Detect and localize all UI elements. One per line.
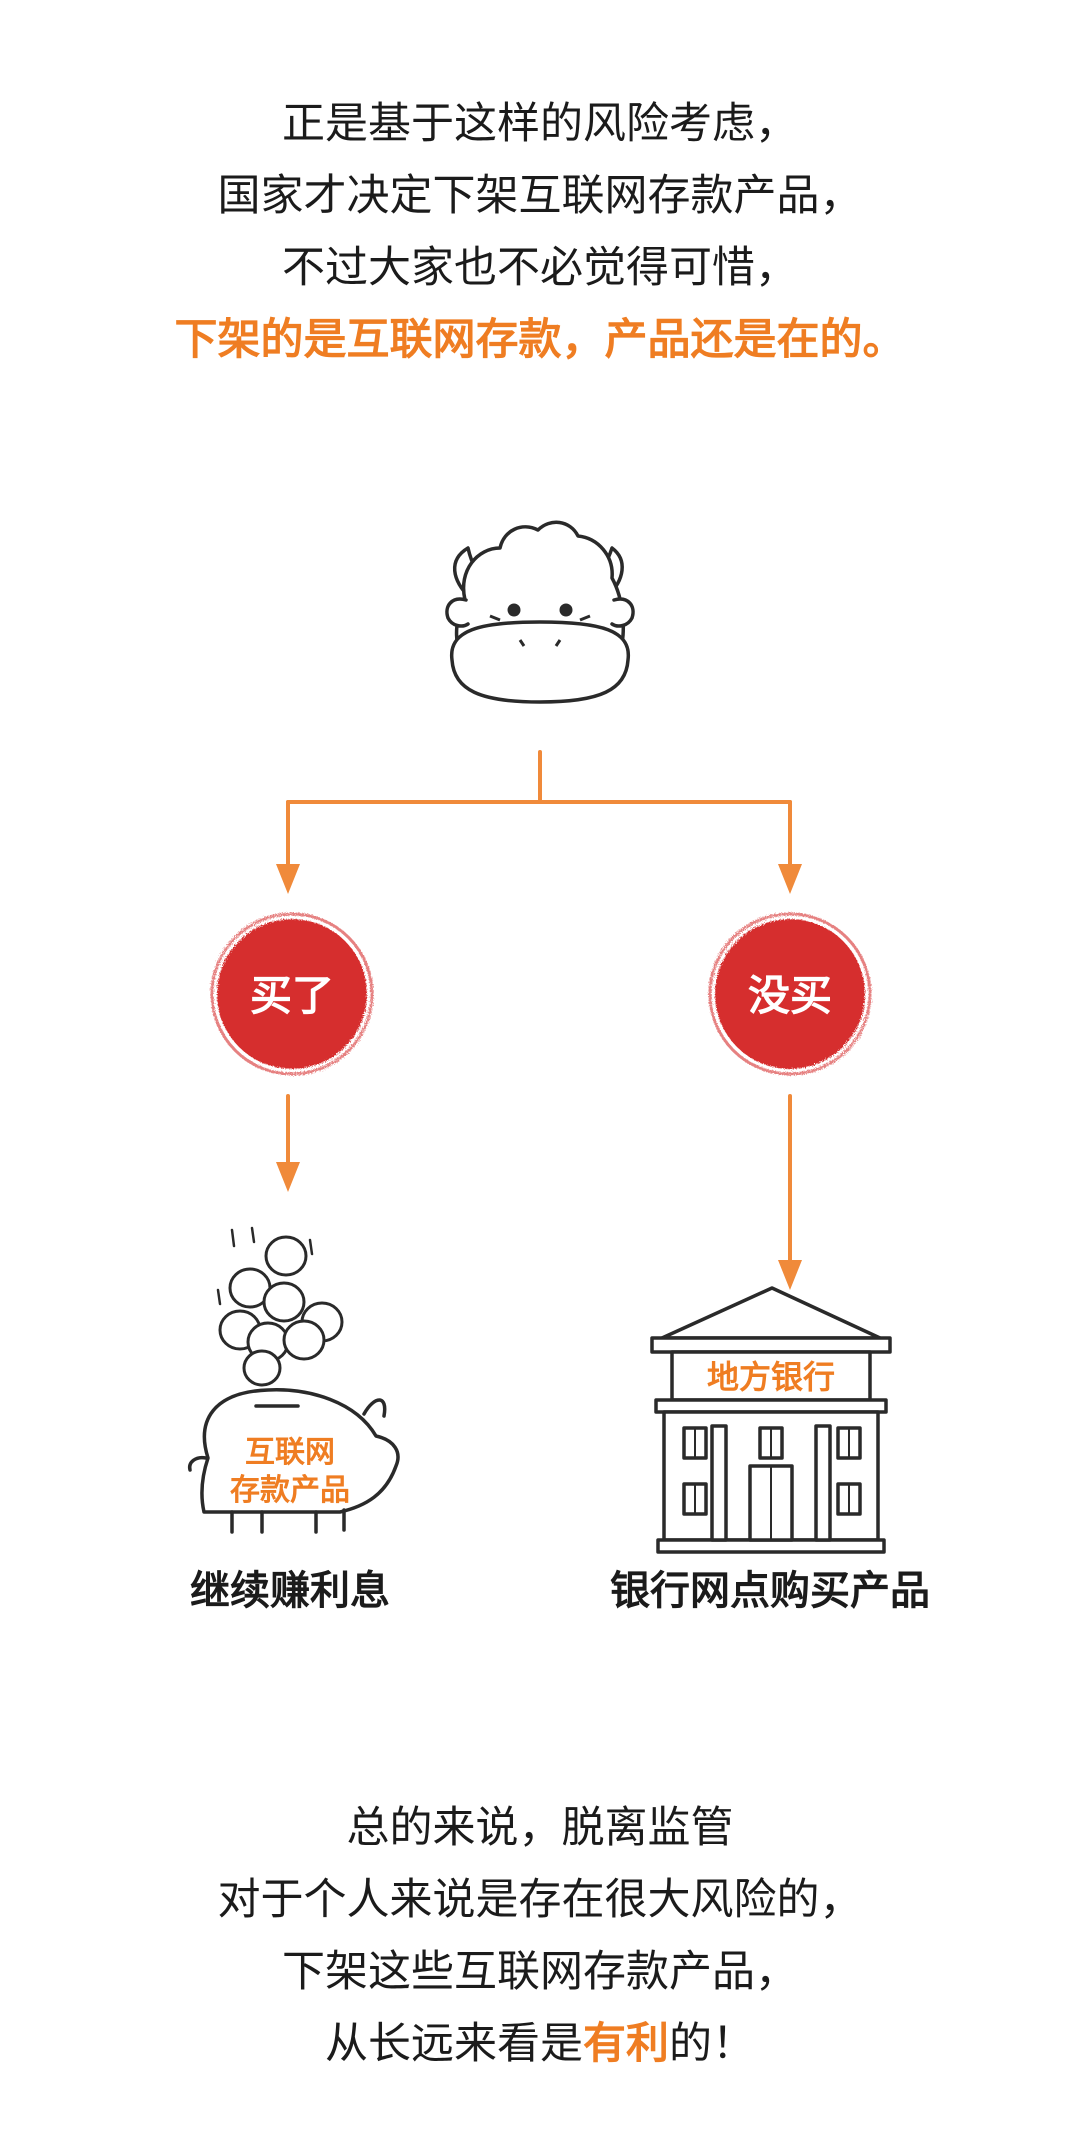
bought-badge-label: 买了 — [250, 971, 334, 1020]
intro-paragraph: 正是基于这样的风险考虑， 国家才决定下架互联网存款产品， 不过大家也不必觉得可惜… — [0, 88, 1080, 376]
conclusion-paragraph: 总的来说，脱离监管 对于个人来说是存在很大风险的， 下架这些互联网存款产品， 从… — [0, 1792, 1080, 2080]
conclusion-line-4-suffix: 的！ — [669, 2019, 755, 2069]
coin-icon — [218, 1235, 344, 1387]
arrow-icon — [276, 864, 802, 1290]
piggy-label-line-1: 互联网 — [245, 1435, 335, 1470]
conclusion-line-3: 下架这些互联网存款产品， — [282, 1947, 798, 1997]
bought-badge: 买了 — [210, 912, 374, 1076]
intro-line-1: 正是基于这样的风险考虑， — [282, 99, 798, 149]
cow-head-icon — [445, 520, 635, 704]
bank-window-panes — [694, 1428, 850, 1540]
not-bought-badge: 没买 — [708, 912, 872, 1076]
conclusion-line-4: 从长远来看是有利的！ — [0, 2008, 1080, 2080]
conclusion-line-1: 总的来说，脱离监管 — [346, 1803, 734, 1853]
conclusion-highlight: 有利 — [583, 2019, 669, 2069]
connector-lines — [286, 750, 792, 1270]
left-caption: 继续赚利息 — [190, 1568, 390, 1614]
right-caption: 银行网点购买产品 — [610, 1568, 930, 1614]
conclusion-line-4-prefix: 从长远来看是 — [325, 2019, 583, 2069]
conclusion-line-2: 对于个人来说是存在很大风险的， — [217, 1875, 863, 1925]
intro-highlight-line: 下架的是互联网存款，产品还是在的。 — [174, 315, 906, 365]
intro-line-2: 国家才决定下架互联网存款产品， — [217, 171, 863, 221]
piggy-bank-icon — [187, 1388, 400, 1534]
bank-sign-label: 地方银行 — [707, 1358, 835, 1396]
piggy-label-line-2: 存款产品 — [230, 1473, 350, 1508]
intro-line-3: 不过大家也不必觉得可惜， — [282, 243, 798, 293]
coin-motion-lines — [216, 1226, 314, 1306]
not-bought-badge-label: 没买 — [748, 971, 832, 1020]
cow-face-details — [489, 603, 591, 647]
